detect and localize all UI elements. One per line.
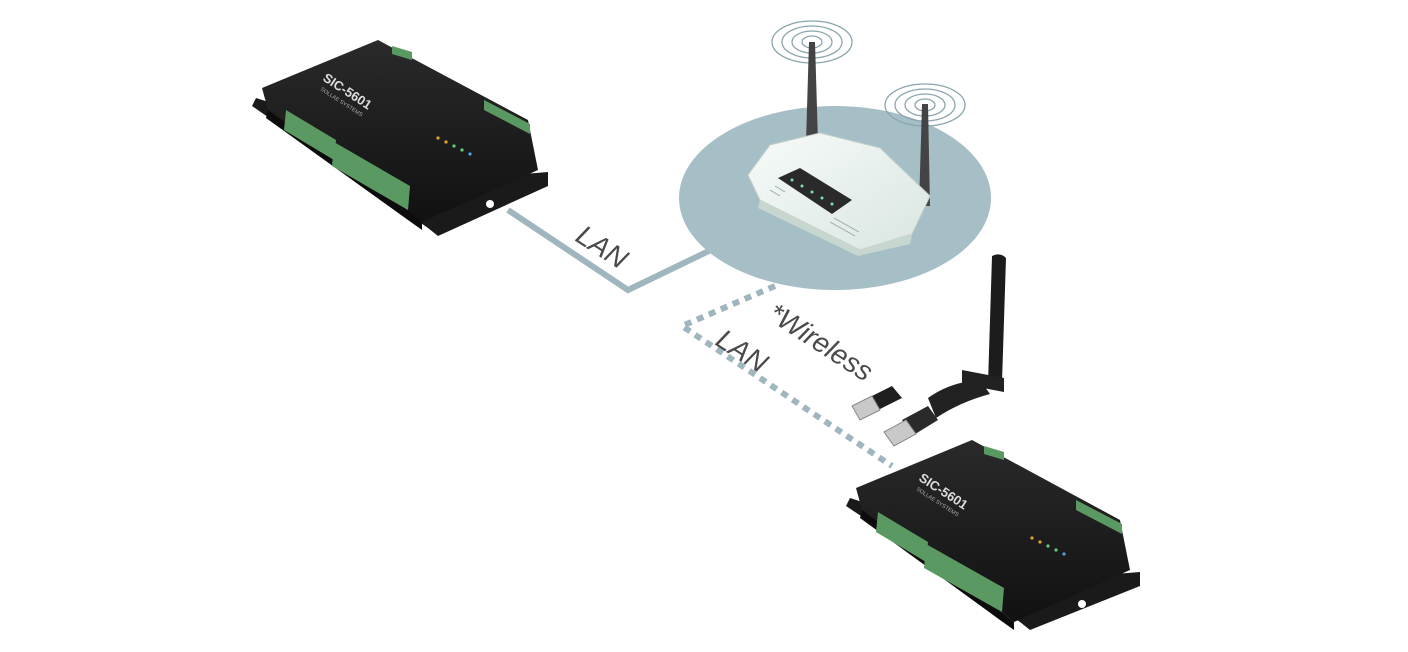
wireless-router: [747, 42, 931, 256]
status-leds: [436, 136, 472, 156]
lan-label: LAN: [571, 219, 634, 275]
usb-wifi-antenna-icon: [883, 254, 1006, 447]
wireless-label: *Wireless: [763, 297, 879, 387]
status-leds: [1030, 536, 1066, 556]
controller-device-top: SIC-5601 SOLLAE SYSTEMS: [252, 40, 548, 236]
usb-wifi-dongle-icon: [851, 386, 902, 421]
lan-cable: [506, 207, 717, 294]
wireless-lan-label: LAN: [711, 323, 774, 379]
controller-device-bottom: SIC-5601 SOLLAE SYSTEMS: [846, 440, 1140, 630]
